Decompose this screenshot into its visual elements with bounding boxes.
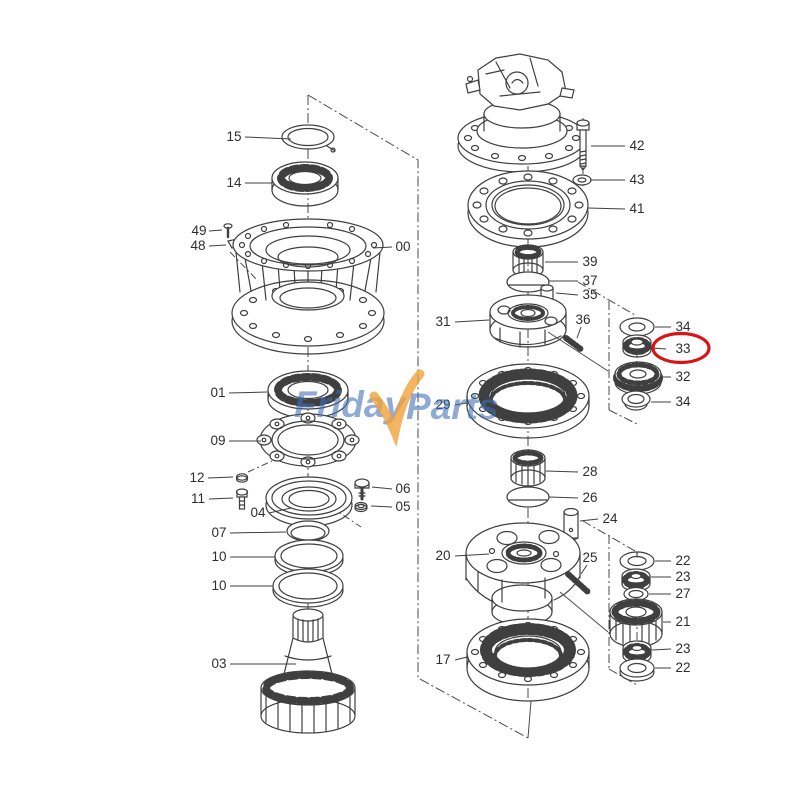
part-33-bearing bbox=[622, 334, 652, 358]
part-32-gear bbox=[613, 361, 663, 395]
part-label-12: 12 bbox=[189, 470, 204, 485]
part-label-07: 07 bbox=[211, 525, 226, 540]
part-label-42: 42 bbox=[629, 138, 644, 153]
part-label-28: 28 bbox=[582, 464, 597, 479]
part-label-35: 35 bbox=[582, 287, 597, 302]
leader-lines bbox=[207, 136, 672, 669]
part-06-bolt bbox=[354, 478, 370, 501]
part-00-housing bbox=[231, 218, 385, 355]
part-label-36: 36 bbox=[575, 312, 590, 327]
part-label-23-upper: 23 bbox=[675, 569, 690, 584]
part-49-screw bbox=[223, 223, 233, 239]
part-09-retainer bbox=[256, 412, 360, 468]
part-03-pinion-shaft bbox=[260, 608, 356, 734]
part-26-thrust-plate bbox=[506, 486, 550, 508]
part-12-nut bbox=[235, 473, 249, 483]
upper-pin-axis bbox=[547, 331, 609, 372]
frame-corner-line bbox=[527, 700, 532, 739]
part-label-31: 31 bbox=[435, 314, 450, 329]
highlight-circle-33 bbox=[651, 331, 711, 365]
part-10-ring-upper bbox=[274, 539, 344, 577]
upper-stack-bracket-bottom bbox=[608, 409, 638, 425]
part-label-22-upper: 22 bbox=[675, 553, 690, 568]
part-label-22-lower: 22 bbox=[675, 660, 690, 675]
part-43-washer bbox=[572, 174, 592, 186]
frame-line bbox=[307, 94, 529, 739]
nut-retainer-dash bbox=[247, 460, 273, 473]
part-label-09: 09 bbox=[210, 433, 225, 448]
part-17-ring-gear bbox=[466, 618, 590, 702]
part-label-43: 43 bbox=[629, 172, 644, 187]
watermark-word2: Parts bbox=[406, 386, 499, 427]
part-label-21: 21 bbox=[675, 614, 690, 629]
part-42-bolt bbox=[576, 119, 590, 171]
part-10-ring-lower bbox=[272, 568, 344, 608]
part-label-37: 37 bbox=[582, 273, 597, 288]
part-14-bearing bbox=[271, 161, 339, 207]
part-34-washer-top bbox=[619, 317, 655, 337]
part-label-01: 01 bbox=[210, 385, 225, 400]
part-label-20: 20 bbox=[435, 548, 450, 563]
part-25-spring-pin bbox=[565, 571, 591, 595]
watermark-check-icon bbox=[369, 369, 425, 448]
part-label-04: 04 bbox=[250, 505, 266, 520]
part-label-27: 27 bbox=[675, 586, 690, 601]
part-label-34-bottom: 34 bbox=[675, 394, 691, 409]
part-label-32: 32 bbox=[675, 369, 690, 384]
part-label-34-top: 34 bbox=[675, 319, 691, 334]
part-15-snap-ring bbox=[281, 124, 336, 153]
part-label-17: 17 bbox=[435, 652, 450, 667]
watermark: Friday Parts bbox=[294, 369, 499, 448]
part-41-ring-flange bbox=[467, 170, 589, 248]
lower-pin-axis bbox=[559, 591, 609, 633]
part-31-carrier bbox=[489, 294, 567, 348]
upper-stack-bracket-top bbox=[577, 281, 636, 316]
part-23-bearing-lower bbox=[622, 640, 652, 664]
part-label-48: 48 bbox=[190, 238, 205, 253]
part-22-washer-top bbox=[619, 551, 655, 571]
part-label-24: 24 bbox=[602, 511, 618, 526]
part-28-sun-gear bbox=[510, 449, 546, 487]
swing-motor bbox=[457, 53, 587, 173]
part-34-nut-bottom bbox=[621, 390, 651, 411]
part-label-39: 39 bbox=[582, 254, 597, 269]
part-label-11: 11 bbox=[191, 491, 205, 506]
part-label-10-lower: 10 bbox=[211, 578, 226, 593]
part-label-10-upper: 10 bbox=[211, 549, 226, 564]
part-22-washer-bottom bbox=[619, 658, 655, 682]
part-label-33: 33 bbox=[675, 341, 690, 356]
part-label-23-lower: 23 bbox=[675, 641, 690, 656]
part-07-ring bbox=[286, 520, 330, 542]
part-11-bolt bbox=[235, 488, 249, 510]
part-05-nut bbox=[354, 501, 368, 513]
part-04-oil-seal bbox=[265, 476, 353, 527]
part-label-03: 03 bbox=[211, 656, 226, 671]
part-label-15: 15 bbox=[226, 129, 241, 144]
part-37-thrust-plate bbox=[506, 271, 550, 293]
part-39-coupling bbox=[512, 244, 544, 278]
part-20-carrier bbox=[465, 522, 581, 626]
part-21-gear bbox=[609, 598, 663, 648]
part-label-14: 14 bbox=[226, 175, 242, 190]
part-label-00: 00 bbox=[395, 239, 410, 254]
part-24-pin bbox=[563, 507, 579, 541]
part-label-29: 29 bbox=[435, 397, 450, 412]
lower-stack-bracket-bottom bbox=[608, 668, 638, 686]
part-01-bearing bbox=[267, 370, 349, 419]
part-29-ring-gear bbox=[466, 363, 590, 439]
part-labels: 15 14 49 48 00 01 09 12 11 04 06 05 07 1… bbox=[189, 129, 691, 675]
part-label-41: 41 bbox=[629, 201, 644, 216]
part-label-25: 25 bbox=[582, 550, 597, 565]
part-label-26: 26 bbox=[582, 490, 597, 505]
part-36-spring-pin bbox=[563, 335, 585, 353]
part-label-05: 05 bbox=[395, 499, 410, 514]
part-label-49: 49 bbox=[191, 223, 206, 238]
part-label-06: 06 bbox=[395, 481, 410, 496]
plate-leader-dash bbox=[229, 251, 259, 282]
